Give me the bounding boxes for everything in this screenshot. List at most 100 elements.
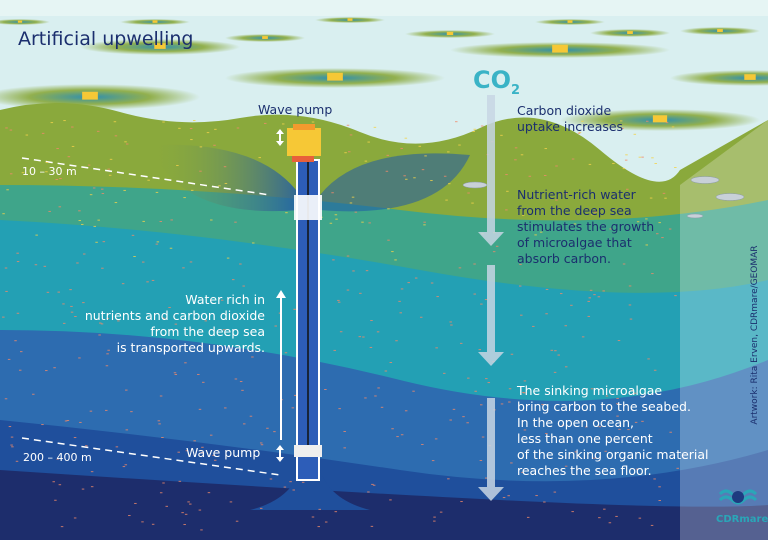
particle	[574, 451, 578, 453]
particle	[462, 416, 465, 418]
particle	[358, 336, 362, 338]
particle	[130, 411, 133, 413]
particle	[125, 389, 128, 391]
particle	[101, 193, 105, 195]
particle	[543, 175, 547, 177]
particle	[559, 293, 563, 295]
particle	[430, 282, 434, 284]
particle	[671, 126, 675, 128]
layer-seafloor	[0, 470, 768, 540]
particle	[359, 292, 362, 294]
particle	[333, 349, 336, 351]
particle	[252, 242, 255, 244]
particle	[114, 135, 118, 137]
particle	[346, 124, 350, 126]
particle	[197, 373, 200, 375]
particle	[521, 471, 524, 473]
particle	[474, 390, 477, 392]
particle	[421, 169, 425, 171]
particle	[487, 382, 491, 384]
particle	[161, 437, 164, 439]
cdrmare-logo-text: CDRmare	[716, 514, 768, 525]
particle	[231, 279, 235, 281]
particle	[377, 387, 380, 389]
side-panel	[680, 120, 768, 540]
particle	[58, 484, 62, 486]
particle	[431, 460, 435, 462]
particle	[125, 143, 129, 145]
particle	[187, 501, 190, 503]
particle	[458, 267, 462, 269]
particle	[90, 471, 94, 473]
buoy-icon	[552, 44, 568, 53]
fish-icons	[462, 176, 745, 219]
particle	[73, 437, 77, 439]
particle	[398, 300, 401, 302]
particle	[439, 511, 443, 513]
particle	[335, 218, 338, 220]
particle	[434, 438, 438, 440]
buoy-patches	[0, 17, 768, 131]
particle	[209, 434, 213, 436]
particle	[394, 259, 397, 261]
particle	[105, 365, 109, 367]
particle	[259, 507, 263, 509]
particle	[668, 228, 672, 230]
particle	[505, 174, 508, 176]
particle	[16, 312, 20, 314]
particle	[189, 261, 193, 263]
particle	[346, 289, 350, 291]
particle	[182, 267, 185, 269]
particle	[473, 263, 476, 265]
particle	[495, 245, 499, 247]
particle	[92, 187, 96, 189]
particle	[202, 381, 205, 383]
particle	[178, 127, 181, 129]
particle	[561, 424, 565, 426]
particle	[577, 132, 581, 134]
particle	[364, 160, 368, 162]
particle	[8, 426, 12, 428]
particle	[32, 393, 35, 395]
particle	[376, 331, 380, 333]
particle	[651, 273, 654, 275]
particle	[184, 513, 188, 515]
particle	[2, 213, 5, 215]
particle	[545, 313, 548, 315]
particle	[50, 122, 54, 124]
particle	[510, 462, 513, 464]
particle	[458, 144, 461, 146]
particle	[364, 397, 367, 399]
particle	[43, 265, 47, 267]
particle	[141, 261, 145, 263]
particle	[391, 428, 394, 430]
particle	[622, 168, 626, 170]
particle	[520, 314, 523, 316]
particle	[311, 516, 315, 518]
particle	[621, 127, 624, 129]
particle	[5, 290, 8, 292]
particle	[9, 173, 13, 175]
particle	[218, 185, 221, 187]
particle	[249, 415, 253, 417]
particle	[615, 515, 618, 517]
particle	[374, 395, 377, 397]
particle	[89, 410, 93, 412]
particle	[362, 336, 365, 338]
particles	[2, 120, 679, 531]
particle	[159, 395, 163, 397]
particle	[95, 241, 98, 243]
particle	[131, 234, 135, 236]
particle	[213, 144, 216, 146]
particle	[665, 122, 669, 124]
particle	[351, 196, 355, 198]
particle	[502, 497, 506, 499]
particle	[508, 388, 512, 390]
particle	[674, 295, 677, 297]
particle	[445, 199, 448, 201]
buoy-icon	[446, 31, 454, 36]
particle	[158, 423, 161, 425]
particle	[619, 120, 623, 122]
particle	[337, 299, 340, 301]
particle	[407, 282, 410, 284]
